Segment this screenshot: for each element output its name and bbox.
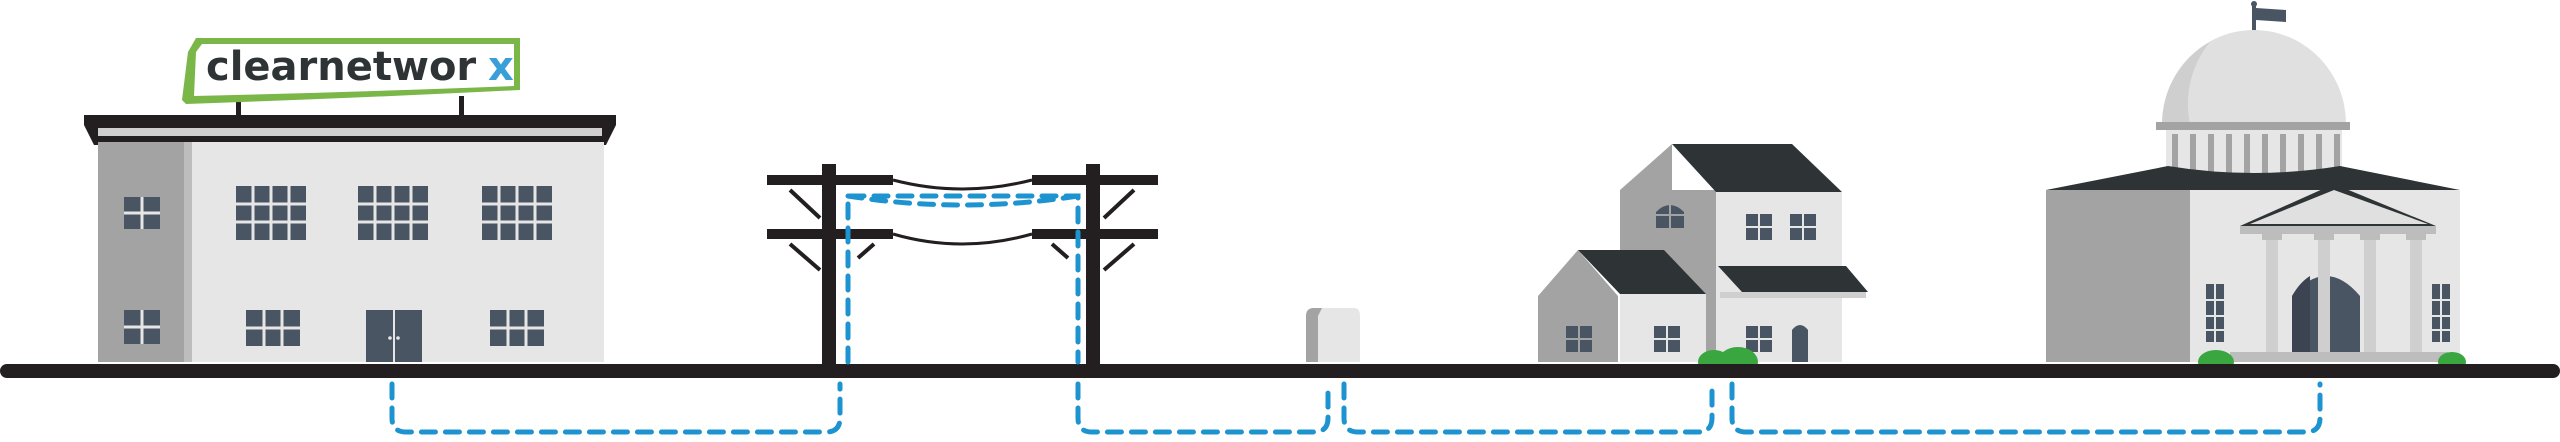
underground-fiber-line [389,193,2323,435]
company-logo-sign: clearnetwor x [182,38,520,116]
utility-poles [767,164,1158,364]
house [1538,144,1868,377]
office-door [366,310,422,362]
office-building [84,115,616,362]
logo-text: clearnetwor [206,44,476,90]
logo-accent-x: x [488,44,514,90]
ground-line [0,364,2560,378]
capitol-building [2046,1,2466,374]
junction-box [1306,308,1360,362]
